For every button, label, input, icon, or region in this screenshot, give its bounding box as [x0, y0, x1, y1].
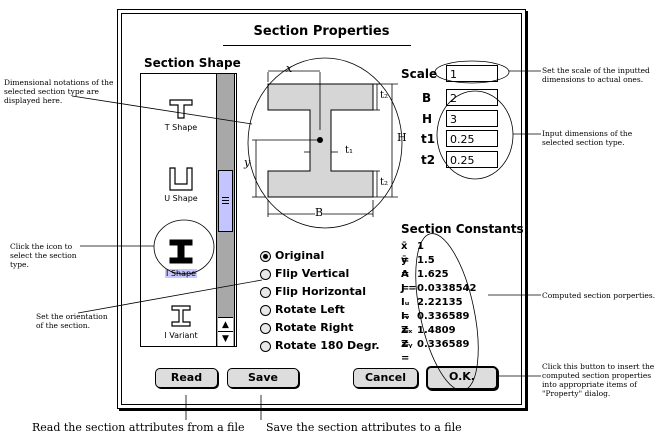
radio-label: Flip Horizontal: [275, 285, 366, 298]
constant-value: 1.5: [417, 255, 435, 266]
dim-t2-bottom-label: t₂: [380, 177, 389, 188]
read-button[interactable]: Read: [155, 368, 218, 388]
scale-field[interactable]: 1: [446, 65, 498, 82]
dim-x-label: x: [286, 62, 293, 75]
constant-j: J =0.0338542: [401, 282, 476, 296]
constant-key: x̄ =: [401, 241, 410, 266]
shape-label-t: T Shape: [164, 123, 198, 132]
t2-label: t2: [421, 153, 436, 167]
constant-area: A = 1.625: [401, 268, 476, 294]
constant-key: ȳ =: [401, 255, 410, 280]
constant-value: 0.0338542: [417, 283, 477, 294]
annotation-orientation: Set the orientation of the section.: [36, 312, 108, 330]
section-properties-dialog: Section Properties Section Shape T Shape…: [117, 9, 526, 409]
t2-field[interactable]: 0.25: [446, 151, 498, 168]
radio-label: Rotate 180 Degr.: [275, 339, 380, 352]
radio-rotate-180[interactable]: Rotate 180 Degr.: [260, 338, 380, 354]
constant-value: 1.625: [417, 269, 449, 280]
dialog-title: Section Properties: [253, 24, 390, 39]
radio-flip-horizontal[interactable]: Flip Horizontal: [260, 284, 380, 300]
dim-t1-label: t₁: [345, 145, 354, 156]
radio-rotate-left[interactable]: Rotate Left: [260, 302, 380, 318]
scroll-up-arrow[interactable]: ▲: [218, 317, 233, 332]
radio-label: Rotate Left: [275, 303, 345, 316]
caption-save: Save the section attributes to a file: [266, 421, 462, 434]
i-shape-icon: [169, 239, 193, 264]
constant-key: Iᵥ =: [401, 311, 410, 336]
radio-label: Rotate Right: [275, 321, 354, 334]
annotation-computed: Computed section porperties.: [542, 291, 656, 300]
dim-b-label: B: [315, 206, 324, 219]
dim-t2-top-label: t₂: [380, 90, 389, 101]
constant-iv: Iᵥ = 0.336589: [401, 310, 476, 336]
constant-value: 1.4809: [417, 325, 456, 336]
constant-y-bar: ȳ = 1.5: [401, 254, 476, 280]
centroid-dot: [317, 137, 323, 143]
h-field[interactable]: 3: [446, 110, 498, 127]
i-variant-icon: [171, 305, 191, 327]
constant-value: 2.22135: [417, 297, 463, 308]
section-constants-header: Section Constants: [401, 222, 524, 236]
t1-label: t1: [421, 132, 436, 146]
annotation-scale: Set the scale of the inputted dimensions…: [542, 66, 650, 84]
constant-iu: Iᵤ = 2.22135: [401, 296, 476, 322]
cancel-button[interactable]: Cancel: [353, 368, 418, 388]
radio-rotate-right[interactable]: Rotate Right: [260, 320, 380, 336]
scroll-thumb[interactable]: [218, 170, 233, 232]
radio-flip-vertical[interactable]: Flip Vertical: [260, 266, 380, 282]
h-label: H: [422, 112, 433, 126]
constant-zy: Zᵧ = 0.336589: [401, 338, 476, 364]
annotation-dimensional: Dimensional notations of the selected se…: [4, 78, 114, 105]
radio-original[interactable]: Original: [260, 248, 380, 264]
shape-item-i-variant[interactable]: I Variant: [146, 302, 216, 346]
constant-key: A =: [401, 269, 410, 294]
radio-button[interactable]: [260, 268, 271, 280]
scale-label: Scale: [401, 67, 438, 81]
t-shape-icon: [169, 99, 193, 119]
constant-value: 0.336589: [417, 339, 470, 350]
annotation-input-dims: Input dimensions of the selected section…: [542, 129, 633, 147]
constant-key: Zₓ =: [401, 325, 413, 350]
save-button[interactable]: Save: [227, 368, 299, 388]
constant-value: 1: [417, 241, 424, 252]
radio-button[interactable]: [260, 250, 271, 262]
radio-button[interactable]: [260, 304, 271, 316]
dialog-frame: [121, 13, 522, 405]
orientation-group: Original Flip Vertical Flip Horizontal R…: [260, 248, 380, 354]
scroll-down-arrow[interactable]: ▼: [218, 331, 233, 346]
section-diagram: [247, 57, 403, 229]
shape-list-scrollbar[interactable]: ▲ ▼: [216, 73, 235, 347]
annotation-ok: Click this button to insert the computed…: [542, 362, 655, 398]
dim-y-label: y: [244, 156, 251, 169]
ok-button[interactable]: O.K.: [426, 366, 498, 390]
constant-zx: Zₓ = 1.4809: [401, 324, 476, 350]
shape-label-u: U Shape: [164, 194, 198, 203]
constant-value: 0.336589: [417, 311, 470, 322]
radio-label: Original: [275, 249, 325, 262]
radio-button[interactable]: [260, 340, 271, 352]
constant-key: Iᵤ =: [401, 297, 410, 322]
u-shape-icon: [169, 167, 193, 191]
radio-label: Flip Vertical: [275, 267, 350, 280]
shape-item-t[interactable]: T Shape: [146, 90, 216, 136]
radio-button[interactable]: [260, 286, 271, 298]
constants-list: x̄ = 1 ȳ = 1.5 A = 1.625 J =0.0338542 Iᵤ = 2…: [401, 240, 476, 364]
shape-item-u[interactable]: U Shape: [146, 160, 216, 208]
constant-key: Zᵧ =: [401, 339, 413, 364]
constant-x-bar: x̄ = 1: [401, 240, 476, 266]
annotation-click-icon: Click the icon to select the section typ…: [10, 242, 77, 269]
t1-field[interactable]: 0.25: [446, 130, 498, 147]
title-divider: [223, 45, 411, 46]
section-shape-header: Section Shape: [144, 56, 241, 70]
dim-h-label: H: [397, 131, 407, 144]
shape-label-i-variant: I Variant: [164, 331, 198, 340]
caption-read: Read the section attributes from a file: [32, 421, 245, 434]
radio-button[interactable]: [260, 322, 271, 334]
constant-key: J =: [401, 283, 417, 294]
b-label: B: [422, 91, 432, 105]
